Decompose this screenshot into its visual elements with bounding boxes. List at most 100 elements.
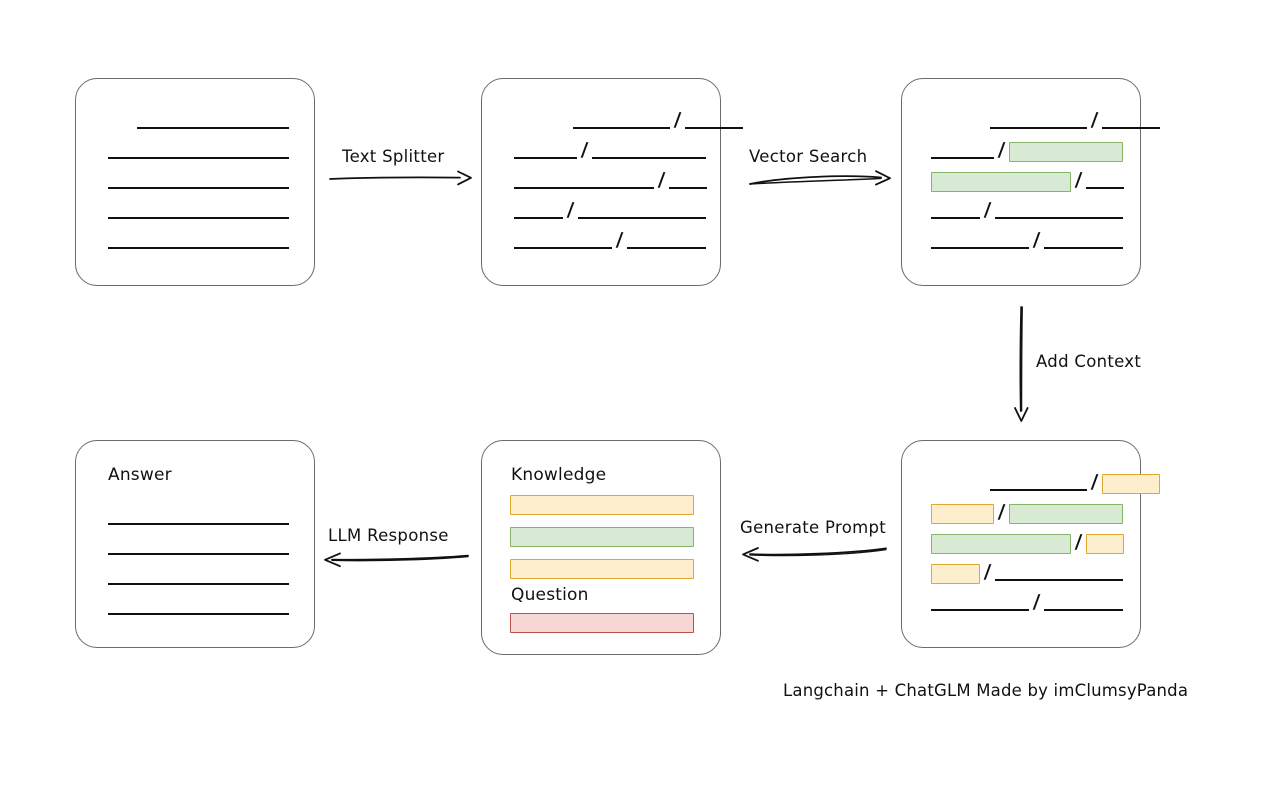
row-line <box>1043 247 1123 249</box>
row-chip-yellow <box>1101 474 1160 494</box>
row-chip-green <box>931 172 1071 192</box>
row-chip-yellow <box>931 564 980 584</box>
edge-arrow-vector-search <box>749 170 891 186</box>
row-line <box>108 523 289 525</box>
document-row: / <box>931 471 1160 494</box>
row-line <box>108 187 289 189</box>
row-line <box>994 579 1123 581</box>
document-row: / <box>931 501 1123 524</box>
row-line <box>137 127 289 129</box>
document-row <box>108 233 289 251</box>
row-slash: / <box>997 139 1006 161</box>
row-chip-green <box>1008 142 1123 162</box>
row-line <box>684 127 743 129</box>
row-slash: / <box>1032 229 1041 251</box>
row-line <box>931 247 1029 249</box>
row-line <box>577 217 706 219</box>
row-line <box>931 157 994 159</box>
document-row <box>108 539 289 557</box>
row-line <box>994 217 1123 219</box>
document-row: / <box>931 531 1124 554</box>
row-line <box>573 127 670 129</box>
row-slash: / <box>673 109 682 131</box>
row-slash: / <box>983 561 992 583</box>
row-slash: / <box>1090 471 1099 493</box>
document-row: / <box>514 139 706 161</box>
row-line <box>668 187 707 189</box>
row-line <box>108 217 289 219</box>
edge-label-llm-response: LLM Response <box>328 526 449 545</box>
edge-label-vector-search: Vector Search <box>749 147 868 166</box>
row-slash: / <box>1090 109 1099 131</box>
row-line <box>931 217 980 219</box>
row-chip-yellow <box>1085 534 1124 554</box>
edge-label-generate-prompt: Generate Prompt <box>740 518 886 537</box>
node-context-chunks[interactable]: / / / / / <box>901 440 1160 648</box>
node-source-document[interactable] <box>75 78 315 286</box>
row-slash: / <box>615 229 624 251</box>
document-row: / <box>514 229 706 251</box>
row-line <box>514 217 563 219</box>
document-row: / <box>514 109 743 131</box>
row-line <box>990 489 1087 491</box>
row-slash: / <box>1032 591 1041 613</box>
document-row <box>108 599 289 617</box>
node-matched-chunks[interactable]: / / / / / <box>901 78 1160 286</box>
edge-arrow-text-splitter <box>329 170 472 186</box>
document-row: / <box>931 109 1160 131</box>
row-slash: / <box>997 501 1006 523</box>
row-line <box>1085 187 1124 189</box>
document-row: / <box>931 169 1124 192</box>
row-line <box>108 553 289 555</box>
row-line <box>591 157 706 159</box>
row-chip-green <box>1008 504 1123 524</box>
document-row <box>108 143 289 161</box>
row-chip-green <box>931 534 1071 554</box>
node-answer[interactable]: Answer <box>75 440 315 648</box>
row-line <box>108 247 289 249</box>
row-line <box>108 157 289 159</box>
knowledge-label: Knowledge <box>511 465 607 485</box>
document-row: / <box>931 139 1123 162</box>
row-slash: / <box>1074 531 1083 553</box>
edge-arrow-add-context <box>1014 306 1029 422</box>
answer-rows <box>76 441 314 647</box>
credit-text: Langchain + ChatGLM Made by imClumsyPand… <box>783 681 1189 700</box>
row-slash: / <box>1074 169 1083 191</box>
document-row: / <box>931 591 1123 613</box>
row-slash: / <box>580 139 589 161</box>
row-line <box>108 583 289 585</box>
row-line <box>514 187 654 189</box>
question-label: Question <box>511 585 589 605</box>
knowledge-bar <box>510 527 694 547</box>
document-row: / <box>931 561 1123 584</box>
context-chunks-rows: / / / / / <box>902 441 1160 647</box>
row-line <box>990 127 1087 129</box>
document-row <box>108 509 289 527</box>
row-line <box>514 157 577 159</box>
document-row <box>108 569 289 587</box>
row-line <box>1043 609 1123 611</box>
row-line <box>1101 127 1160 129</box>
row-line <box>626 247 706 249</box>
matched-chunks-rows: / / / / / <box>902 79 1160 285</box>
node-split-chunks[interactable]: / / / / / <box>481 78 743 286</box>
node-prompt[interactable]: Knowledge Question <box>481 440 721 655</box>
row-chip-yellow <box>931 504 994 524</box>
knowledge-bar <box>510 495 694 515</box>
edge-label-add-context: Add Context <box>1036 352 1142 371</box>
question-bar <box>510 613 694 633</box>
document-row: / <box>931 229 1123 251</box>
row-slash: / <box>983 199 992 221</box>
row-slash: / <box>657 169 666 191</box>
document-row: / <box>514 169 707 191</box>
document-row <box>108 173 289 191</box>
row-line <box>931 609 1029 611</box>
edge-arrow-llm-response <box>324 552 469 568</box>
row-slash: / <box>566 199 575 221</box>
source-document-rows <box>76 79 314 285</box>
document-row: / <box>514 199 706 221</box>
document-row: / <box>931 199 1123 221</box>
edge-label-text-splitter: Text Splitter <box>342 147 445 166</box>
